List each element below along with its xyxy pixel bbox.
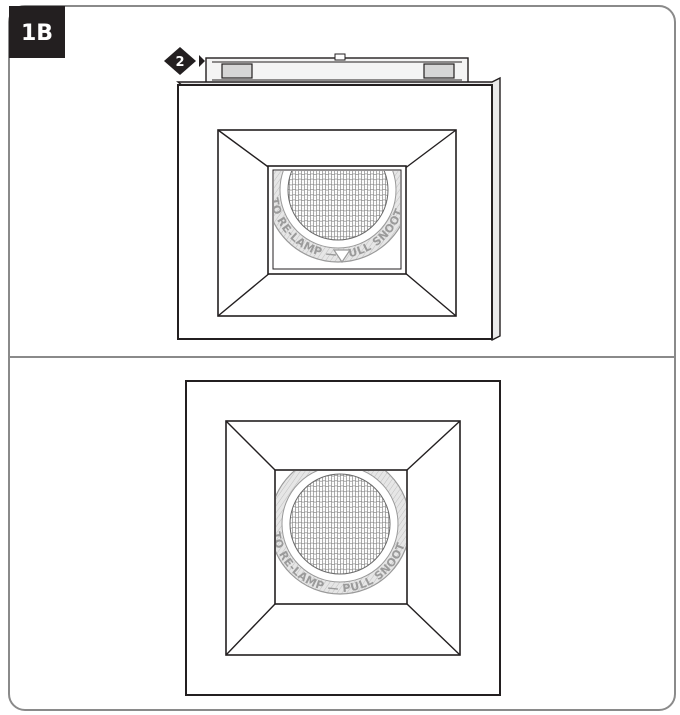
bottom-fixture: TO RE-LAMP — PULL SNOOT [185, 380, 501, 696]
callout-2-label: 2 [175, 55, 184, 70]
callout-2: 2 [164, 47, 205, 75]
step-label: 1B [21, 21, 53, 46]
bottom-lens: TO RE-LAMP — PULL SNOOT [276, 471, 406, 595]
step-badge [9, 6, 65, 58]
top-lens: TO RE-LAMP — PULL SNOOT [274, 171, 400, 264]
top-fixture: 2 TO RE-LAMP — PULL SNOOT [164, 47, 501, 341]
spring-clips [205, 53, 469, 87]
